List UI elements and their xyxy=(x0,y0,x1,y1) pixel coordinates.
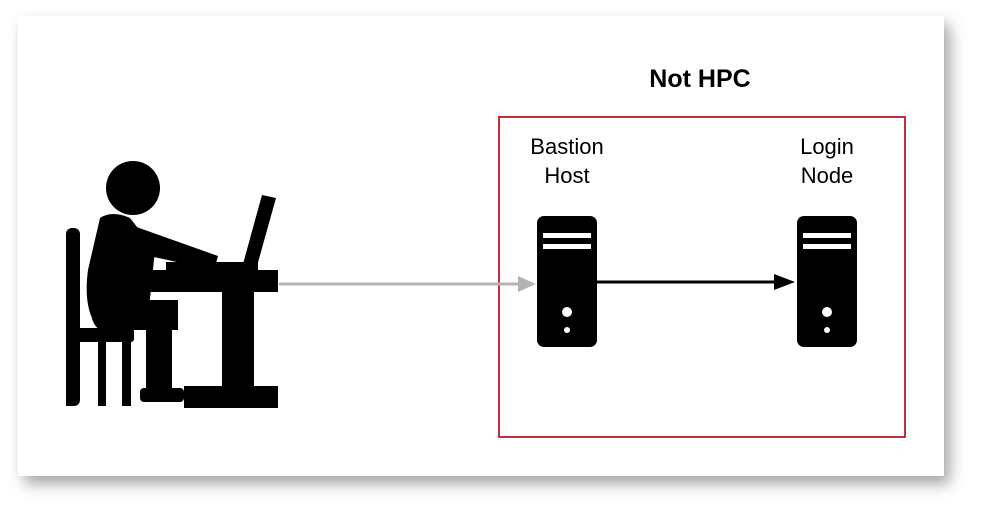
edge-user-to-bastion xyxy=(279,276,536,292)
edge-bastion-to-login xyxy=(597,274,795,290)
not-hpc-region-box xyxy=(498,116,906,438)
bastion-host-label: Bastion Host xyxy=(507,132,627,190)
person-at-laptop-icon xyxy=(66,161,278,408)
login-node-label: Login Node xyxy=(767,132,887,190)
login-node-server-icon xyxy=(797,216,857,347)
region-title: Not HPC xyxy=(649,65,751,93)
bastion-host-label-line2: Host xyxy=(544,163,590,188)
bastion-server-icon xyxy=(537,216,597,347)
login-node-label-line1: Login xyxy=(800,134,854,159)
login-node-label-line2: Node xyxy=(800,163,854,188)
bastion-host-label-line1: Bastion xyxy=(530,134,604,159)
